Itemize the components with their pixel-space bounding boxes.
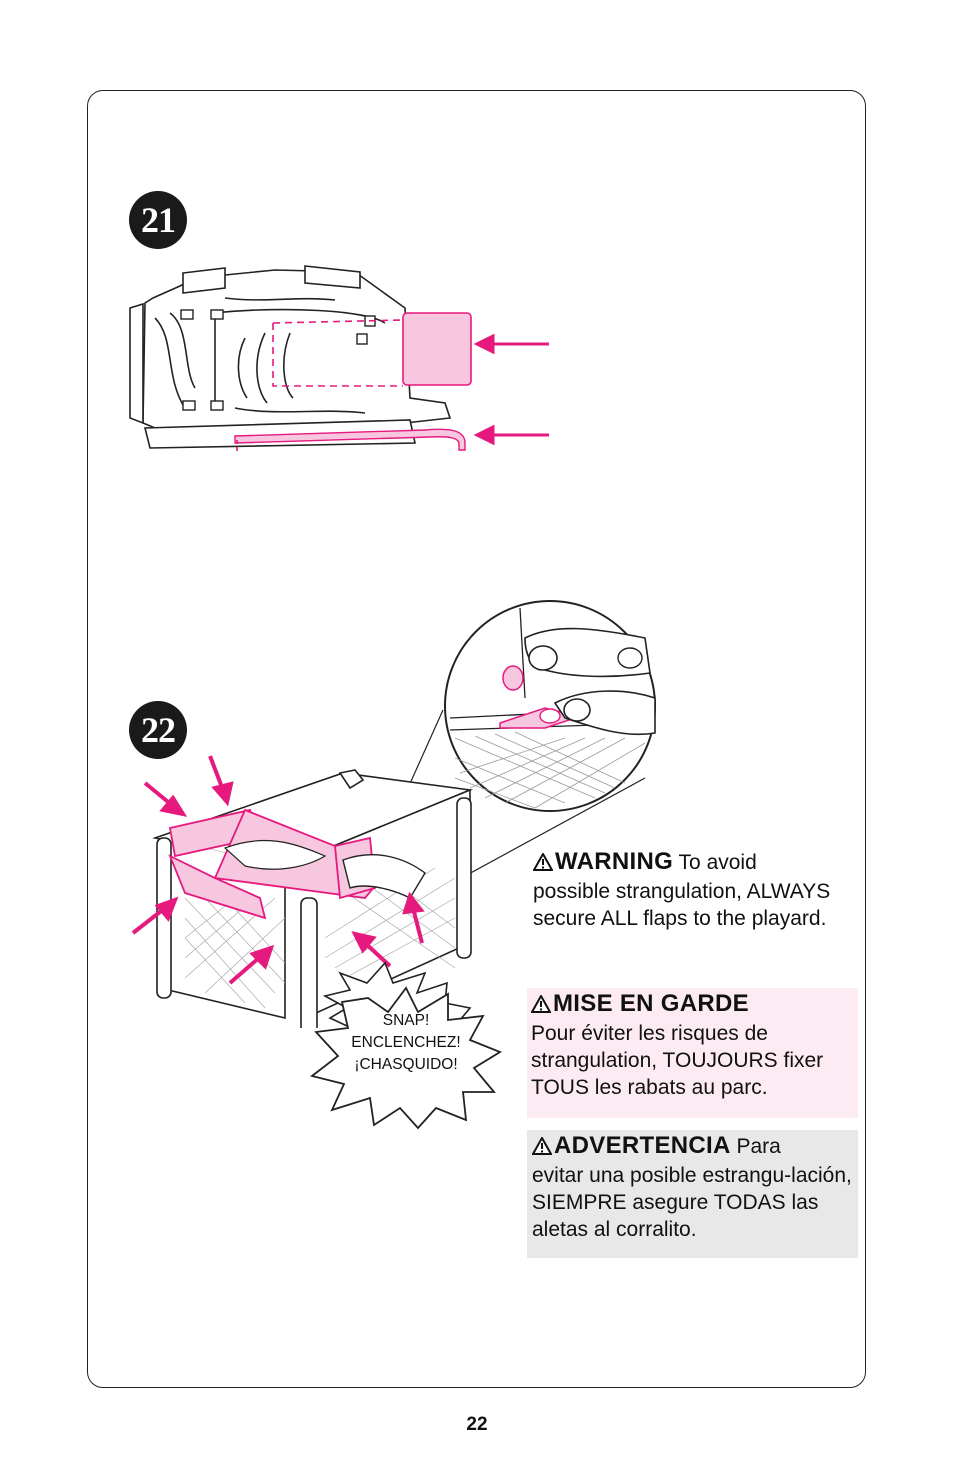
page-frame — [87, 90, 866, 1388]
advertencia-text-lead: Para — [730, 1135, 781, 1158]
step-21-badge: 21 — [129, 191, 187, 249]
mise-en-garde-heading: MISE EN GARDE — [553, 990, 749, 1017]
warning-text: possible strangulation, ALWAYS secure AL… — [533, 880, 831, 930]
warning-triangle-icon — [532, 851, 554, 878]
step-21-illustration — [129, 265, 549, 453]
advertencia-text: evitar una posible estrangu-lación, SIEM… — [532, 1164, 852, 1241]
snap-line-1: SNAP! — [382, 1012, 430, 1029]
warning-text-lead: To avoid — [673, 851, 757, 874]
snap-starburst — [309, 986, 502, 1130]
snap-callout: SNAP! ENCLENCHEZ! ¡CHASQUIDO! — [330, 1010, 482, 1076]
step-22-illustration — [131, 600, 656, 1028]
step-22-badge: 22 — [129, 701, 187, 759]
warning-heading: WARNING — [555, 848, 674, 875]
warning-english: WARNING To avoid possible strangulation,… — [532, 848, 833, 932]
warning-spanish: ADVERTENCIA Para evitar una posible estr… — [527, 1130, 858, 1258]
warning-triangle-icon — [530, 993, 552, 1020]
warning-french: MISE EN GARDE Pour éviter les risques de… — [527, 988, 858, 1118]
snap-line-3: ¡CHASQUIDO! — [354, 1056, 458, 1073]
advertencia-heading: ADVERTENCIA — [554, 1132, 731, 1159]
mise-en-garde-text: Pour éviter les risques de strangulation… — [531, 1022, 824, 1099]
page-number: 22 — [466, 1414, 488, 1435]
warning-triangle-icon — [531, 1135, 553, 1162]
snap-line-2: ENCLENCHEZ! — [351, 1034, 461, 1051]
